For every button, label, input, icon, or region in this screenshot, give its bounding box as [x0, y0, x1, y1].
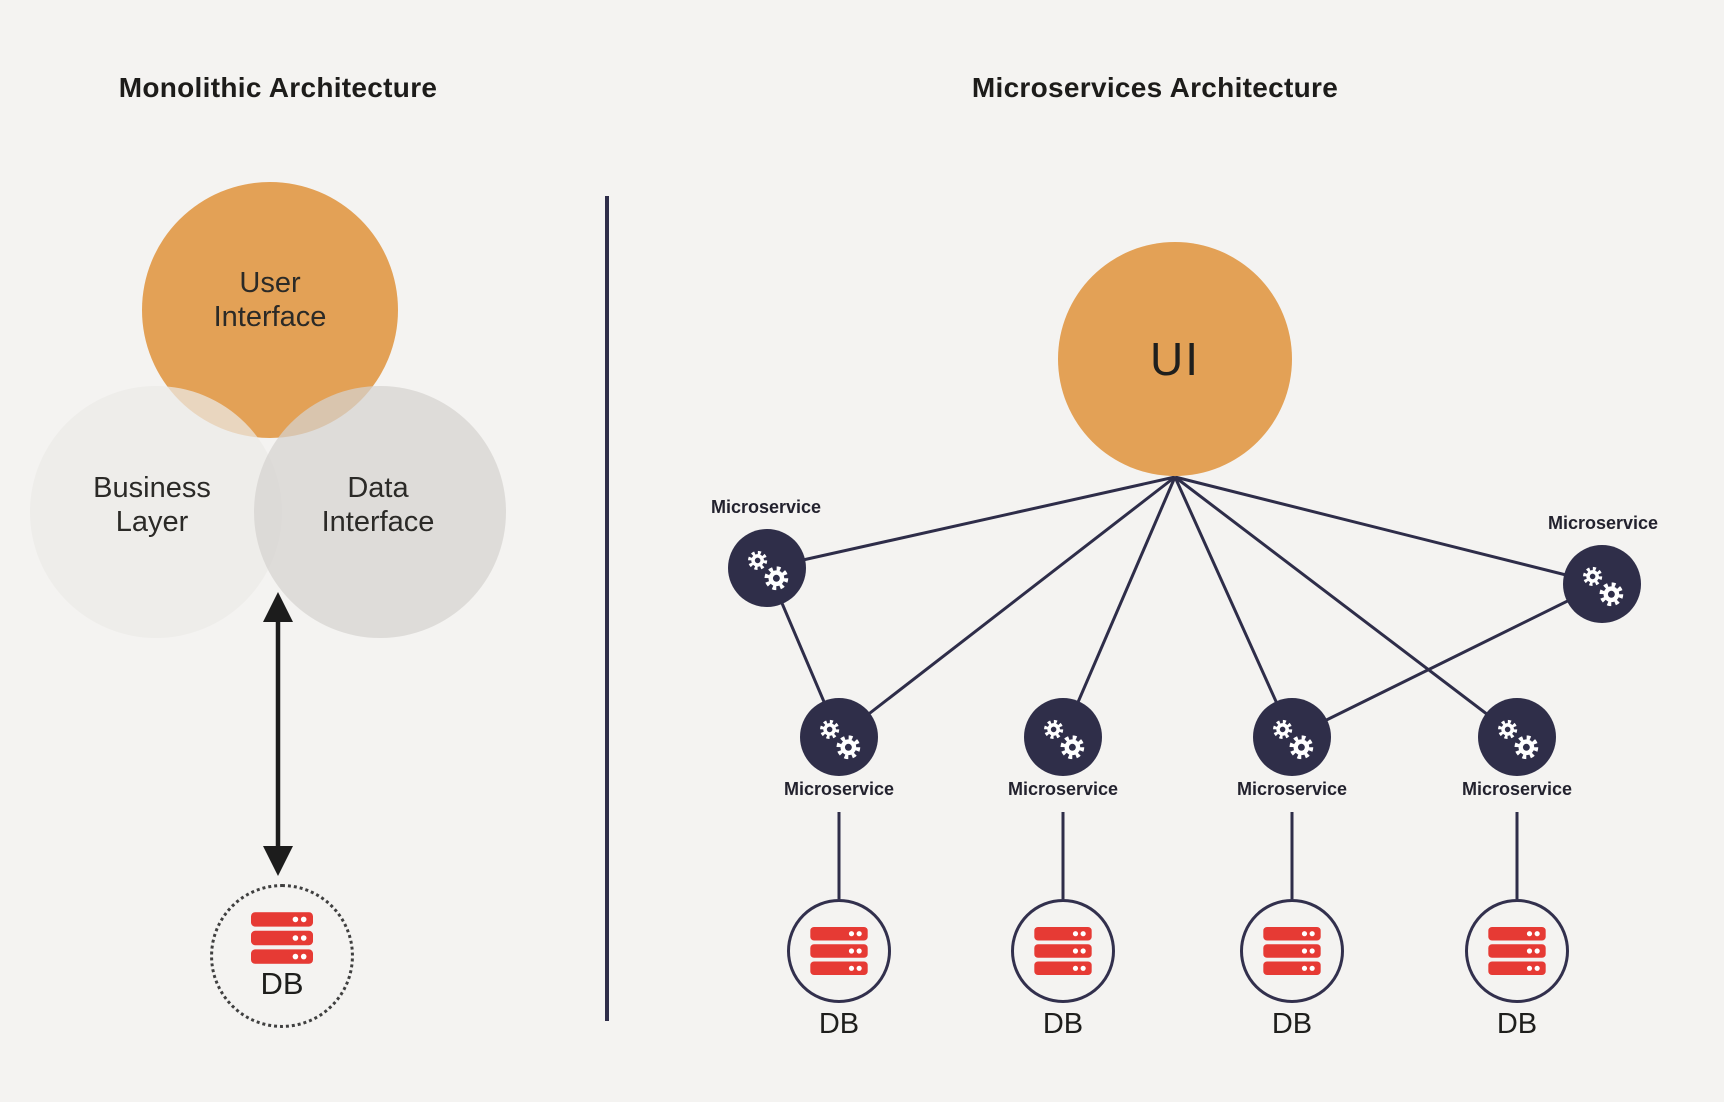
microservice-label-upper-right: Microservice: [1547, 513, 1659, 533]
data-interface-circle: [254, 386, 506, 638]
gears-icon: [742, 543, 792, 593]
link-ui-ms-1: [838, 475, 1176, 739]
microservice-label-1: Microservice: [783, 779, 895, 799]
ui-node: UI: [1058, 242, 1292, 476]
microservice-label-2: Microservice: [1007, 779, 1119, 799]
database-node-3: [1240, 899, 1344, 1003]
link-ui-ms-3: [1173, 476, 1294, 738]
microservices-title: Microservices Architecture: [971, 72, 1339, 103]
service-links: [765, 567, 1603, 739]
gears-icon: [1267, 712, 1317, 762]
microservice-label-3: Microservice: [1236, 779, 1348, 799]
monolith-db-label: DB: [260, 966, 304, 1001]
data-interface-label-line2: Interface: [321, 506, 435, 538]
link-upper-right-ms-3: [1291, 582, 1603, 739]
gears-icon: [1038, 712, 1088, 762]
ui-links: [766, 475, 1603, 739]
gears-icon: [1577, 559, 1627, 609]
db-label-4: DB: [1496, 1008, 1538, 1040]
monolith-db-node: DB: [210, 884, 354, 1028]
data-interface-label-line1: Data: [347, 472, 409, 504]
microservice-label-upper-left: Microservice: [710, 497, 822, 517]
gears-icon: [1492, 712, 1542, 762]
microservice-node-upper-left: [728, 529, 806, 607]
microservice-node-4: [1478, 698, 1556, 776]
database-node-4: [1465, 899, 1569, 1003]
database-icon: [1034, 927, 1092, 975]
user-interface-label-line2: Interface: [213, 301, 327, 333]
database-icon: [810, 927, 868, 975]
user-interface-label: User Interface: [160, 266, 380, 334]
gears-icon: [814, 712, 864, 762]
business-layer-circle: [30, 386, 282, 638]
link-ui-ms-2: [1061, 476, 1177, 738]
business-layer-label: Business Layer: [42, 471, 262, 539]
user-interface-label-line1: User: [239, 267, 301, 299]
db-label-2: DB: [1042, 1008, 1084, 1040]
microservice-node-3: [1253, 698, 1331, 776]
ui-label: UI: [1150, 333, 1200, 385]
data-interface-label: Data Interface: [268, 471, 488, 539]
microservice-node-upper-right: [1563, 545, 1641, 623]
microservice-node-1: [800, 698, 878, 776]
db-links: [837, 812, 1519, 899]
database-icon: [251, 912, 313, 964]
link-ui-ms-4: [1174, 475, 1518, 739]
business-layer-label-line1: Business: [93, 472, 211, 504]
database-icon: [1488, 927, 1546, 975]
database-node-2: [1011, 899, 1115, 1003]
link-ui-ms-upper-left: [766, 475, 1176, 570]
database-node-1: [787, 899, 891, 1003]
database-icon: [1263, 927, 1321, 975]
bidirectional-arrow-icon: [263, 592, 293, 876]
db-label-1: DB: [818, 1008, 860, 1040]
link-ui-ms-upper-right: [1174, 475, 1603, 586]
business-layer-label-line2: Layer: [115, 506, 189, 538]
monolith-title: Monolithic Architecture: [118, 72, 438, 103]
microservice-label-4: Microservice: [1461, 779, 1573, 799]
db-label-3: DB: [1271, 1008, 1313, 1040]
microservice-node-2: [1024, 698, 1102, 776]
